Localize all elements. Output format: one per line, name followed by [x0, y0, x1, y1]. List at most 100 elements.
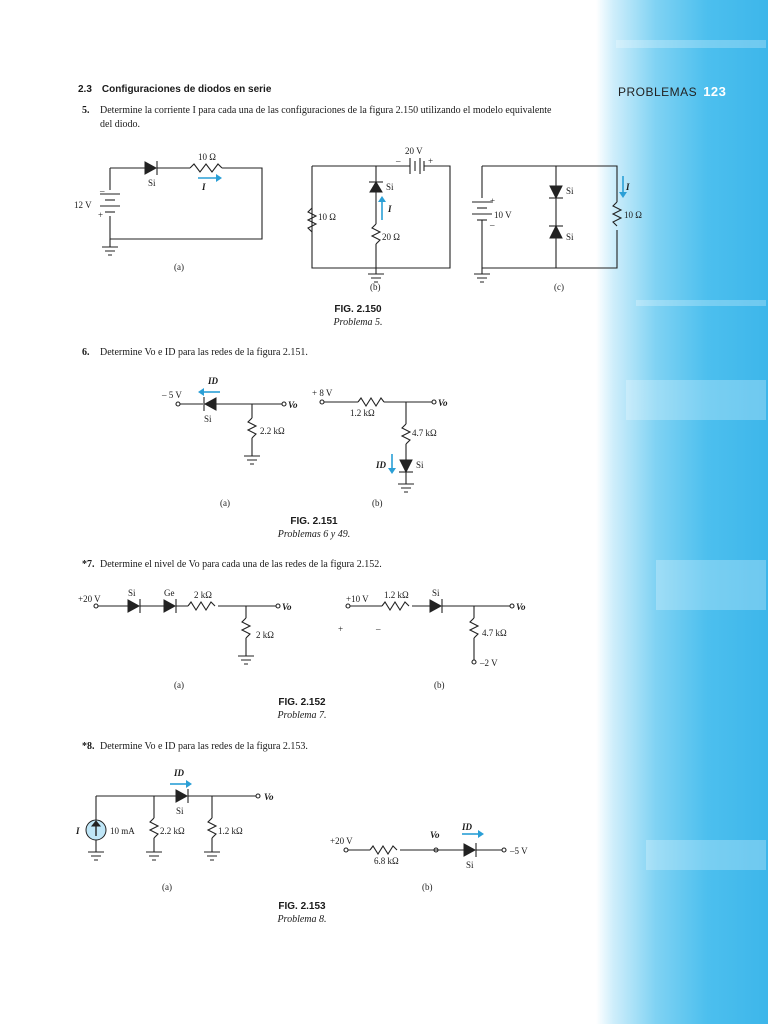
label-resistor: 10 Ω [624, 210, 642, 220]
label-plus: + [98, 210, 103, 220]
label-current: ID [207, 376, 219, 386]
figure-caption: Problemas 6 y 49. [277, 529, 351, 540]
label-diode: Ge [164, 588, 175, 598]
label-plus: + [428, 156, 433, 166]
label-output: Vo [264, 792, 274, 802]
problem-text: Determine Vo e ID para las redes de la f… [100, 347, 308, 358]
problem-5: 5. Determine la corriente I para cada un… [82, 104, 560, 132]
label-source: 20 V [405, 146, 423, 156]
label-output: Vo [438, 398, 448, 408]
problem-number: 6. [82, 347, 90, 358]
label-sub-b: (b) [372, 498, 383, 508]
figure-title: FIG. 2.151 [290, 516, 338, 527]
circuit-153a: ID Si Vo I 10 mA 2.2 kΩ 1.2 kΩ (a) [75, 768, 274, 892]
label-source: +10 V [346, 594, 369, 604]
label-diode: Si [432, 588, 440, 598]
circuit-152b: +10 V 1.2 kΩ Si Vo 4.7 kΩ –2 V + – (b) [338, 588, 526, 690]
label-sub-a: (a) [220, 498, 230, 508]
figure-title: FIG. 2.152 [278, 697, 326, 708]
running-head: PROBLEMAS 123 [618, 84, 726, 99]
label-resistor: 20 Ω [382, 232, 400, 242]
label-resistor: 2 kΩ [256, 630, 274, 640]
label-resistor: 2.2 kΩ [260, 426, 285, 436]
problem-6: 6. Determine Vo e ID para las redes de l… [82, 346, 560, 360]
figure-2-150-circuits: 10 Ω Si I 12 V – + (a) 20 V – + Si I 10 … [74, 146, 642, 292]
problem-text: Determine el nivel de Vo para cada una d… [100, 559, 382, 570]
label-plus: + [338, 624, 343, 634]
label-current: I [75, 826, 80, 836]
figure-2-152-circuits: +20 V Si Ge 2 kΩ Vo 2 kΩ (a) +10 V 1.2 k… [78, 588, 526, 690]
label-resistor: 1.2 kΩ [218, 826, 243, 836]
label-resistor: 1.2 kΩ [350, 408, 375, 418]
label-current: ID [173, 768, 185, 778]
label-output: Vo [516, 602, 526, 612]
problem-8: *8. Determine Vo e ID para las redes de … [82, 740, 560, 754]
label-source: 10 V [494, 210, 512, 220]
label-resistor: 6.8 kΩ [374, 856, 399, 866]
label-output: Vo [282, 602, 292, 612]
label-minus: – [375, 624, 381, 634]
problem-text: Determine Vo e ID para las redes de la f… [100, 741, 308, 752]
label-output: Vo [288, 400, 298, 410]
label-resistor: 10 Ω [198, 152, 216, 162]
label-source: – 5 V [161, 390, 182, 400]
decorative-side-band [596, 0, 768, 1024]
label-diode: Si [416, 460, 424, 470]
figure-caption: Problema 8. [277, 914, 327, 925]
label-resistor: 4.7 kΩ [412, 428, 437, 438]
label-plus: + [490, 196, 495, 206]
running-head-text: PROBLEMAS [618, 85, 698, 99]
problem-number: 5. [82, 105, 90, 116]
label-source: + 8 V [312, 388, 333, 398]
label-source: –5 V [509, 846, 528, 856]
label-current: I [201, 182, 206, 192]
problem-text: Determine la corriente I para cada una d… [100, 105, 552, 130]
label-sub-a: (a) [174, 262, 184, 272]
label-resistor: 2.2 kΩ [160, 826, 185, 836]
label-source: +20 V [330, 836, 353, 846]
label-source: 10 mA [110, 826, 135, 836]
label-minus: – [489, 220, 495, 230]
label-output: Vo [430, 830, 440, 840]
label-diode: Si [466, 860, 474, 870]
label-sub-b: (b) [370, 282, 381, 292]
section-heading: 2.3 Configuraciones de diodos en serie [78, 84, 281, 95]
label-source: 12 V [74, 200, 92, 210]
label-sub-a: (a) [162, 882, 172, 892]
label-diode: Si [204, 414, 212, 424]
figure-title: FIG. 2.150 [334, 304, 382, 315]
figure-2-151-circuits: – 5 V ID Si Vo 2.2 kΩ (a) + 8 V 1.2 kΩ V… [161, 376, 448, 508]
figure-title: FIG. 2.153 [278, 901, 326, 912]
label-current: ID [461, 822, 473, 832]
label-resistor: 1.2 kΩ [384, 590, 409, 600]
label-current: ID [375, 460, 387, 470]
section-title: Configuraciones de diodos en serie [101, 84, 272, 95]
label-diode: Si [566, 186, 574, 196]
label-diode: Si [176, 806, 184, 816]
problem-7: *7. Determine el nivel de Vo para cada u… [82, 558, 560, 572]
circuit-152a: +20 V Si Ge 2 kΩ Vo 2 kΩ (a) [78, 588, 292, 690]
label-minus: – [99, 186, 105, 196]
label-current: I [625, 182, 630, 192]
circuit-150a: 10 Ω Si I 12 V – + (a) [74, 152, 263, 272]
figure-caption: Problema 5. [333, 317, 383, 328]
page-number: 123 [703, 84, 727, 99]
problem-number: *7. [82, 559, 95, 570]
label-diode: Si [386, 182, 394, 192]
label-diode: Si [148, 178, 156, 188]
label-diode: Si [566, 232, 574, 242]
label-minus: – [395, 156, 401, 166]
circuit-151a: – 5 V ID Si Vo 2.2 kΩ (a) [161, 376, 298, 508]
label-source: +20 V [78, 594, 101, 604]
label-sub-b: (b) [422, 882, 433, 892]
label-source: –2 V [479, 658, 498, 668]
problem-number: *8. [82, 741, 95, 752]
label-sub-a: (a) [174, 680, 184, 690]
label-diode: Si [128, 588, 136, 598]
label-resistor: 4.7 kΩ [482, 628, 507, 638]
label-resistor: 2 kΩ [194, 590, 212, 600]
label-current: I [387, 204, 392, 214]
circuit-150b: 20 V – + Si I 10 Ω 20 Ω (b) [306, 146, 451, 292]
section-number: 2.3 [78, 84, 92, 95]
circuit-153b: +20 V 6.8 kΩ Vo ID Si –5 V (b) [330, 822, 528, 892]
